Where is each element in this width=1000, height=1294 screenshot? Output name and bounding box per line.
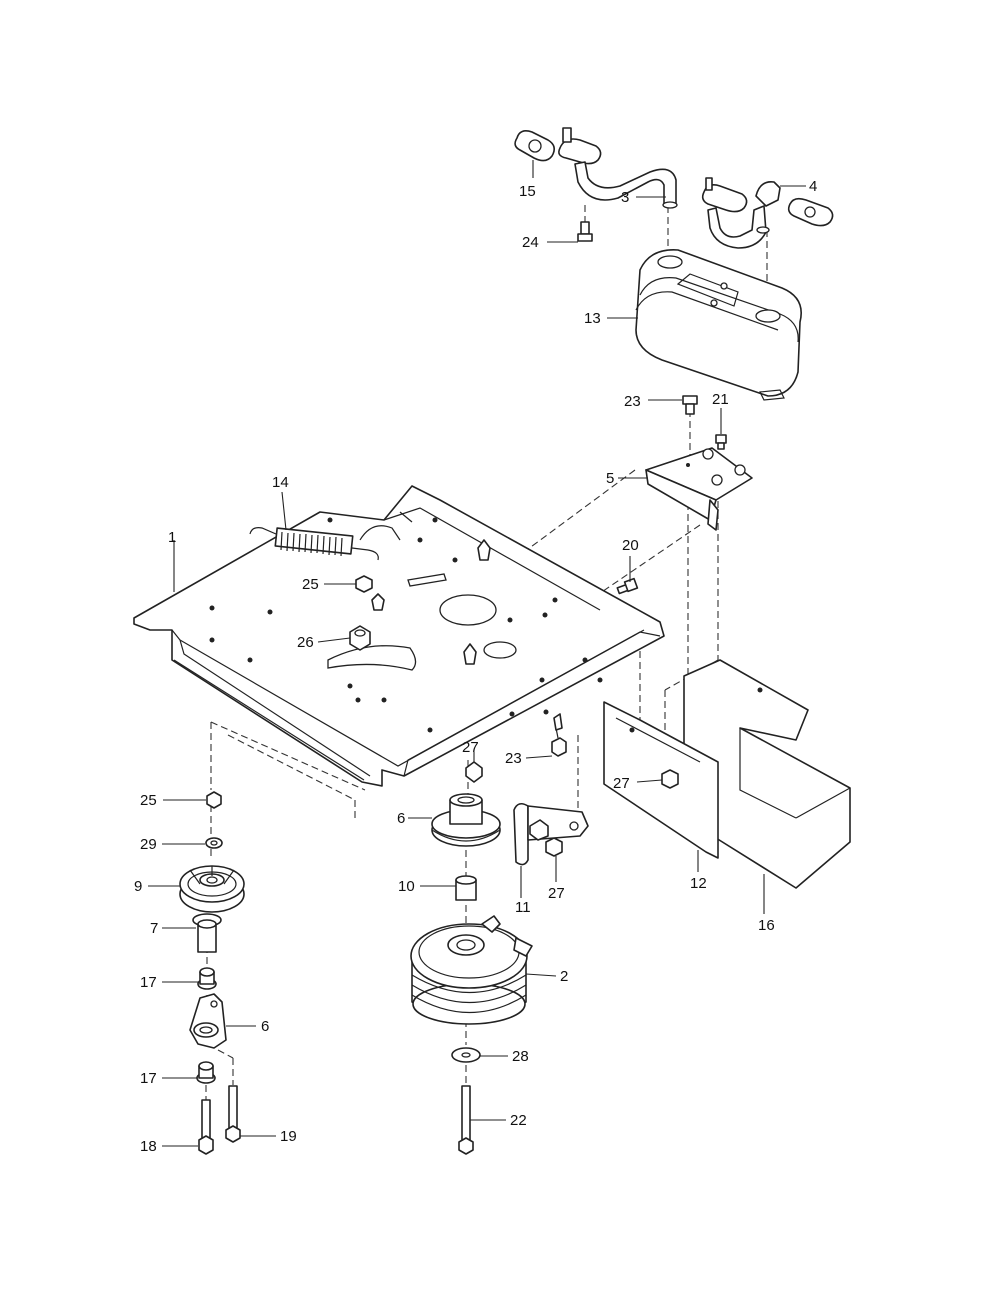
part-9-idler-pulley: [179, 865, 245, 913]
callout-28: 28: [512, 1048, 529, 1065]
part-15-exhaust-gasket: [514, 130, 556, 162]
callout-21: 21: [712, 391, 729, 408]
callout-18: 18: [140, 1138, 157, 1155]
part-29-washer: [205, 837, 223, 849]
part-1-deck-plate: [133, 485, 665, 787]
callout-2: 2: [560, 968, 568, 985]
part-21-bolt: [715, 434, 727, 450]
part-6-pulley-center: [431, 793, 501, 847]
part-4-exhaust-pipe: [701, 177, 781, 249]
part-14-spring: [249, 527, 379, 561]
callout-11: 11: [515, 899, 531, 916]
part-22-bolt: [458, 1085, 474, 1155]
part-19-bolt: [225, 1085, 241, 1143]
callout-1: 1: [168, 529, 176, 546]
callout-20: 20: [622, 537, 639, 554]
deck-mounting-holes: [209, 517, 603, 733]
callout-5: 5: [606, 470, 614, 487]
callout-24: 24: [522, 234, 539, 251]
callout-labels: 15 3 4 24 13 23 21 5 14 1 20 25 26 27 23…: [134, 178, 817, 1155]
callout-27-center: 27: [462, 739, 479, 756]
callout-27-bracket: 27: [548, 885, 565, 902]
callout-23-upper: 23: [624, 393, 641, 410]
part-3-exhaust-pipe: [558, 127, 678, 209]
part-2-pto-clutch: [410, 915, 533, 1025]
callout-15: 15: [519, 183, 536, 200]
callout-26: 26: [297, 634, 314, 651]
callout-29: 29: [140, 836, 157, 853]
spring-coils: [280, 531, 343, 557]
callout-leaders: [148, 160, 806, 1147]
part-17-bushing-lower: [196, 1061, 216, 1084]
part-4-gasket: [787, 197, 834, 227]
callout-27-right: 27: [613, 775, 630, 792]
part-6-idler-arm: [189, 993, 227, 1049]
callout-13: 13: [584, 310, 601, 327]
part-28-washer: [451, 1047, 481, 1063]
part-7-spacer: [192, 913, 222, 953]
part-13-muffler: [635, 249, 802, 401]
part-17-bushing-upper: [197, 967, 217, 990]
callout-14: 14: [272, 474, 289, 491]
part-18-bolt: [198, 1099, 214, 1155]
part-23-bolt-upper: [682, 395, 698, 415]
part-20-bolt: [616, 577, 639, 595]
callout-7: 7: [150, 920, 158, 937]
callout-23-lower: 23: [505, 750, 522, 767]
callout-6-center: 6: [397, 810, 405, 827]
callout-17-lower: 17: [140, 1070, 157, 1087]
part-24-bolt: [577, 221, 593, 242]
part-26-nut: [349, 625, 371, 651]
part-23-bolt-lower: [551, 713, 567, 757]
part-27-nut-right: [661, 769, 679, 789]
callout-9: 9: [134, 878, 142, 895]
callout-19: 19: [280, 1128, 297, 1145]
part-5-bracket: [645, 447, 753, 531]
part-11-bracket: [513, 802, 589, 866]
callout-10: 10: [398, 878, 415, 895]
part-25-nut-upper: [355, 575, 373, 593]
callout-16: 16: [758, 917, 775, 934]
part-27-nut-bracket: [545, 837, 563, 857]
callout-6-arm: 6: [261, 1018, 269, 1035]
callout-22: 22: [510, 1112, 527, 1129]
callout-12: 12: [690, 875, 707, 892]
callout-25-upper: 25: [302, 576, 319, 593]
callout-25-lower: 25: [140, 792, 157, 809]
part-10-spacer: [455, 875, 477, 901]
part-25-nut-lower: [206, 791, 222, 809]
callout-3: 3: [621, 189, 629, 206]
callout-17-upper: 17: [140, 974, 157, 991]
callout-4: 4: [809, 178, 817, 195]
